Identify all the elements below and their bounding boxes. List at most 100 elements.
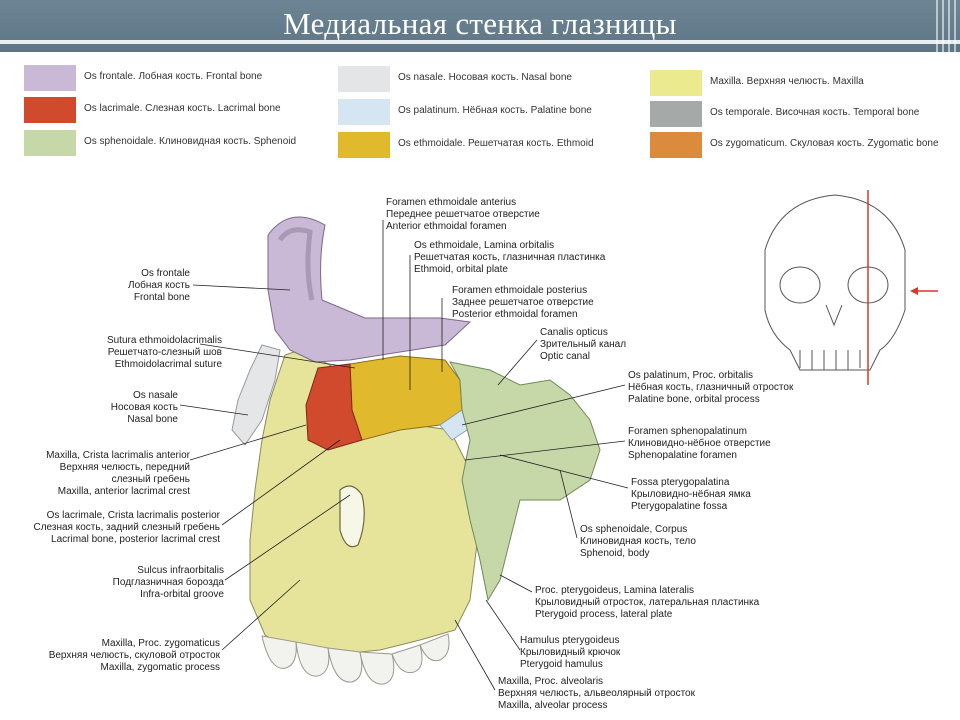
teeth: [261, 633, 450, 685]
label-line: Pterygoid process, lateral plate: [535, 609, 673, 620]
label-line: Sutura ethmoidolacrimalis: [106, 335, 222, 346]
label-canalis: Canalis opticus Зрительный канал Optic c…: [540, 327, 626, 363]
label-line: Верхняя челюсть, скуловой отросток: [48, 650, 220, 661]
slide-header: Медиальная стенка глазницы: [0, 0, 960, 60]
label-line: Frontal bone: [133, 292, 190, 303]
label-nasal: Os nasale Носовая кость Nasal bone: [111, 390, 178, 426]
label-fossa: Fossa pterygopalatina Крыловидно-нёбная …: [631, 477, 751, 513]
nasal-shape: [231, 344, 281, 446]
label-line: Решетчато-слезный шов: [107, 347, 222, 358]
label-line: Ethmoidolacrimal suture: [114, 359, 222, 370]
label-line: Maxilla, Proc. alveolaris: [498, 676, 604, 687]
legend-swatch: [338, 66, 390, 92]
legend-text: Os palatinum. Нёбная кость. Palatine bon…: [398, 105, 592, 116]
label-line: Ethmoid, orbital plate: [414, 264, 508, 275]
label-line: Нёбная кость, глазничный отросток: [628, 382, 794, 393]
label-line: Подглазничная борозда: [112, 577, 224, 588]
label-line: Proc. pterygoideus, Lamina lateralis: [535, 585, 694, 596]
label-foramen-post: Foramen ethmoidale posterius Заднее реше…: [452, 285, 594, 321]
legend-text: Os frontale. Лобная кость. Frontal bone: [84, 71, 263, 82]
label-line: Верхняя челюсть, передний: [59, 462, 190, 473]
label-line: Maxilla, Crista lacrimalis anterior: [46, 450, 190, 461]
label-line: Sulcus infraorbitalis: [137, 565, 224, 576]
label-line: Sphenoid, body: [580, 548, 650, 559]
label-crista-post: Os lacrimale, Crista lacrimalis posterio…: [33, 510, 220, 546]
legend-text: Os lacrimale. Слезная кость. Lacrimal bo…: [84, 103, 281, 114]
label-line: Optic canal: [540, 351, 591, 362]
label-sutura: Sutura ethmoidolacrimalis Решетчато-слез…: [107, 335, 222, 371]
legend-text: Maxilla. Верхняя челюсть. Maxilla: [710, 76, 864, 87]
label-palatinum: Os palatinum, Proc. orbitalis Нёбная кос…: [628, 370, 793, 406]
label-line: Os frontale: [141, 268, 190, 279]
legend-swatch: [650, 70, 702, 96]
lacrimal-shape: [305, 363, 363, 451]
label-line: Maxilla, anterior lacrimal crest: [57, 486, 190, 497]
label-line: Maxilla, Proc. zygomaticus: [101, 638, 220, 649]
sphenoid-shape: [449, 361, 601, 602]
label-spheno-foramen: Foramen sphenopalatinum Клиновидно-нёбно…: [628, 426, 771, 462]
label-line: Os palatinum, Proc. orbitalis: [628, 370, 754, 381]
label-line: Лобная кость: [128, 280, 190, 291]
label-pterygoid: Proc. pterygoideus, Lamina lateralis Кры…: [535, 585, 759, 621]
label-line: Клиновидная кость, тело: [580, 536, 696, 547]
maxillary-opening: [339, 485, 365, 548]
legend-swatch: [24, 65, 76, 91]
label-line: Os lacrimale, Crista lacrimalis posterio…: [46, 510, 220, 521]
label-line: Palatine bone, orbital process: [628, 394, 760, 405]
label-line: Верхняя челюсть, альвеолярный отросток: [498, 688, 695, 699]
legend-swatch: [24, 97, 76, 123]
legend-swatch: [650, 101, 702, 127]
legend-swatch: [338, 132, 390, 158]
label-line: Заднее решетчатое отверстие: [452, 297, 594, 308]
legend-swatch: [650, 132, 702, 158]
label-line: Os nasale: [132, 390, 178, 401]
legend-text: Os ethmoidale. Решетчатая кость. Ethmoid: [398, 138, 594, 149]
label-crista-ant: Maxilla, Crista lacrimalis anterior Верх…: [46, 450, 190, 498]
frontal-shape: [267, 216, 472, 363]
label-line: Клиновидно-нёбное отверстие: [628, 438, 771, 449]
label-line: Anterior ethmoidal foramen: [386, 221, 507, 232]
label-sphenoid-body: Os sphenoidale, Corpus Клиновидная кость…: [580, 524, 696, 560]
label-alveolaris: Maxilla, Proc. alveolaris Верхняя челюст…: [498, 676, 695, 712]
label-line: Foramen ethmoidale posterius: [452, 285, 588, 296]
label-line: Решетчатая кость, глазничная пластинка: [414, 252, 606, 263]
label-line: Крыловидный отросток, латеральная пласти…: [535, 597, 760, 608]
label-lamina-orb: Os ethmoidale, Lamina orbitalis Решетчат…: [414, 240, 605, 276]
label-line: Nasal bone: [127, 414, 178, 425]
label-line: Слезная кость, задний слезный гребень: [33, 522, 220, 533]
arrow-head: [910, 287, 918, 295]
skull-sketch: [764, 194, 906, 371]
label-frontal: Os frontale Лобная кость Frontal bone: [128, 268, 190, 304]
label-line: Зрительный канал: [540, 339, 627, 350]
label-line: Hamulus pterygoideus: [520, 635, 620, 646]
label-line: Fossa pterygopalatina: [631, 477, 730, 488]
label-line: Foramen sphenopalatinum: [628, 426, 747, 437]
label-line: Pterygoid hamulus: [520, 659, 603, 670]
label-line: Крыловидно-нёбная ямка: [631, 489, 751, 500]
legend-text: Os sphenoidale. Клиновидная кость. Sphen…: [84, 136, 297, 147]
label-line: Lacrimal bone, posterior lacrimal crest: [51, 534, 220, 545]
label-line: Canalis opticus: [540, 327, 608, 338]
header-stripe: [0, 40, 960, 44]
label-line: Os ethmoidale, Lamina orbitalis: [414, 240, 555, 251]
label-zygomaticus: Maxilla, Proc. zygomaticus Верхняя челюс…: [49, 638, 220, 674]
label-line: Крыловидный крючок: [520, 647, 621, 658]
label-line: Os sphenoidale, Corpus: [580, 524, 688, 535]
legend-text: Os temporale. Височная кость. Temporal b…: [710, 107, 920, 118]
label-sulcus: Sulcus infraorbitalis Подглазничная боро…: [113, 565, 224, 601]
label-hamulus: Hamulus pterygoideus Крыловидный крючок …: [520, 635, 620, 671]
label-line: Pterygopalatine fossa: [631, 501, 728, 512]
corner-decoration: [930, 0, 960, 60]
label-line: Infra-orbital groove: [140, 589, 224, 600]
legend-text: Os zygomaticum. Скуловая кость. Zygomati…: [710, 138, 939, 149]
legend-swatch: [338, 99, 390, 125]
legend-swatch: [24, 130, 76, 156]
label-line: Posterior ethmoidal foramen: [452, 309, 578, 320]
label-line: Foramen ethmoidale anterius: [386, 197, 517, 208]
label-line: Носовая кость: [110, 402, 178, 413]
label-line: слезный гребень: [111, 474, 190, 485]
label-line: Переднее решетчатое отверстие: [386, 209, 540, 220]
label-line: Maxilla, alveolar process: [498, 700, 608, 711]
label-line: Maxilla, zygomatic process: [100, 662, 220, 673]
